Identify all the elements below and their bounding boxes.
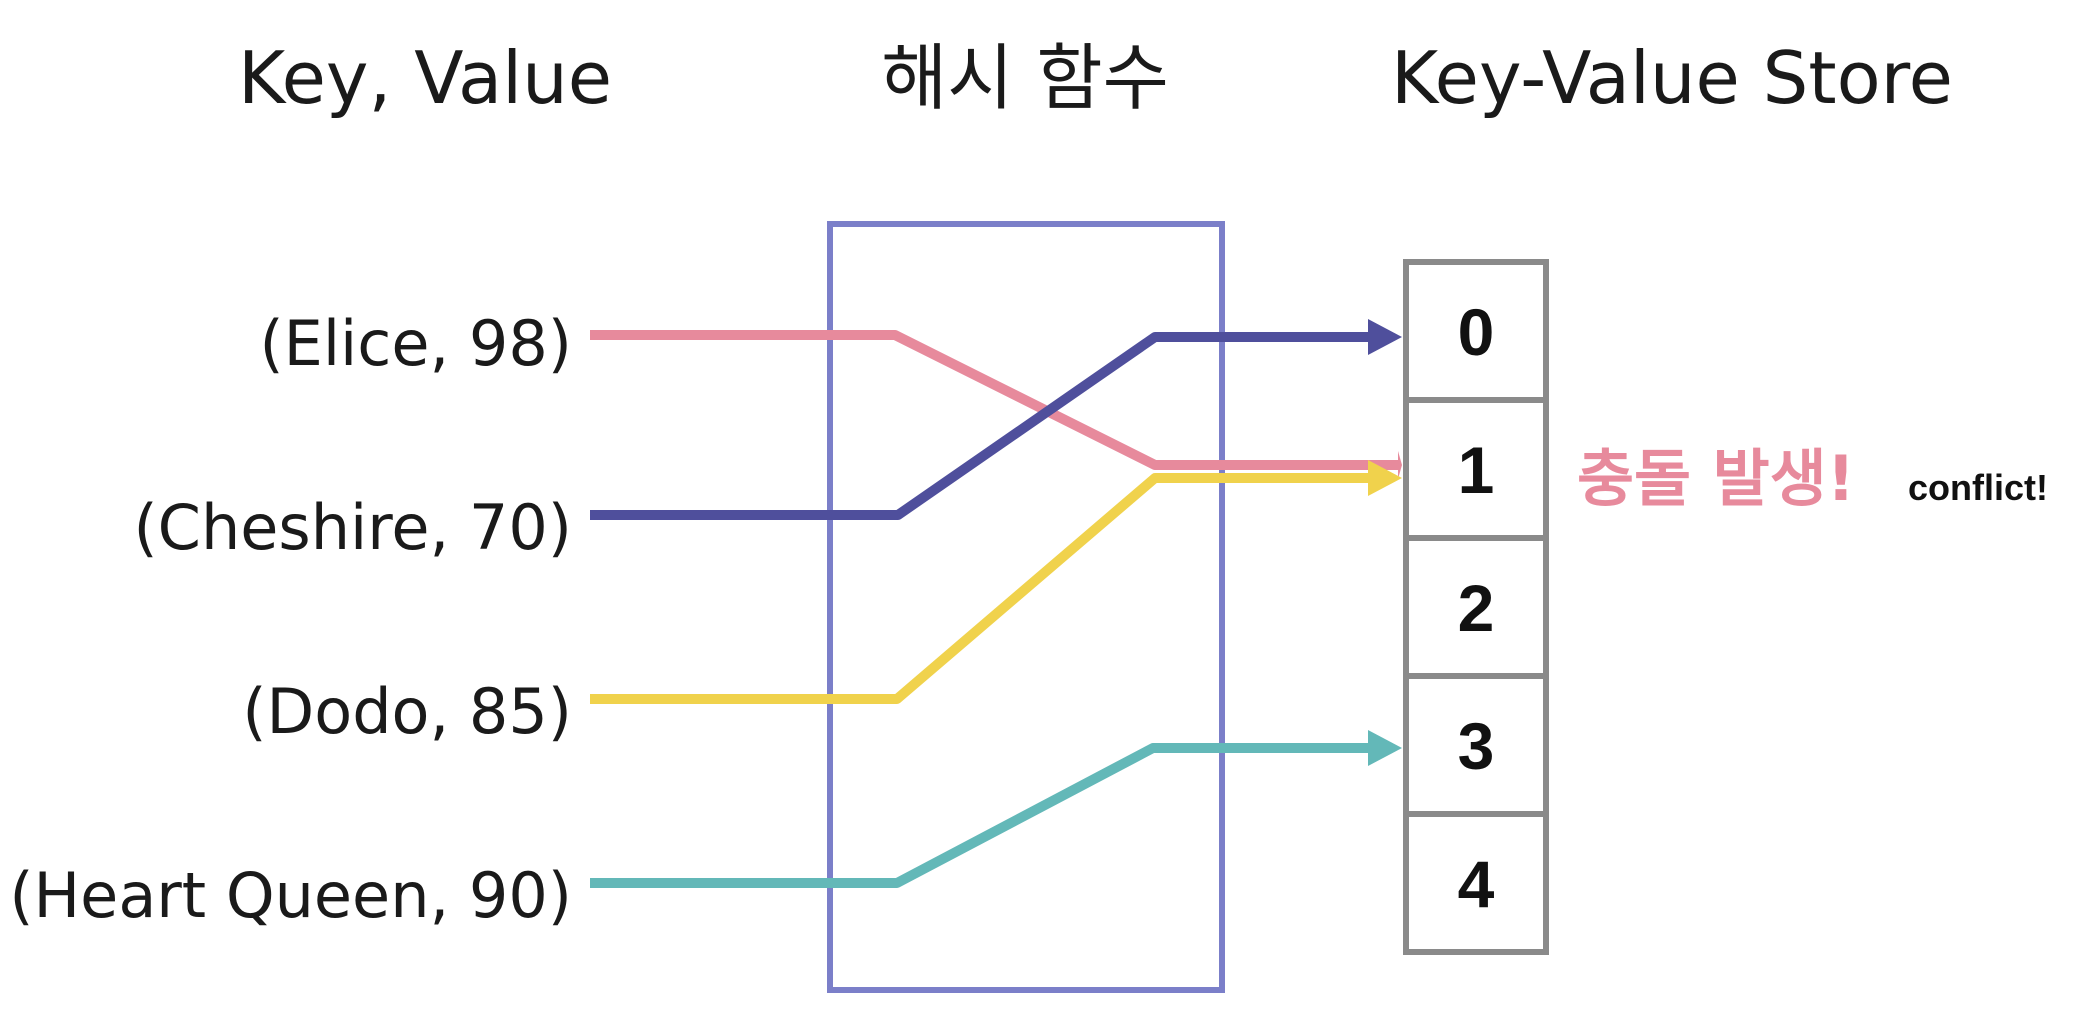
collision-label: 충돌 발생! xyxy=(1577,442,1855,515)
key-value-store: 0 1 2 3 4 xyxy=(1403,259,1549,955)
route-elice xyxy=(590,330,1398,470)
pair-label-elice: (Elice, 98) xyxy=(259,307,572,380)
store-slot-4 xyxy=(1403,811,1549,955)
input-pairs: (Elice, 98) (Cheshire, 70) (Dodo, 85) (H… xyxy=(9,307,572,932)
slot-index-1: 1 xyxy=(1458,433,1495,507)
mapping-routes xyxy=(590,319,1402,888)
route-cheshire-arrowhead xyxy=(1368,319,1402,355)
route-dodo xyxy=(590,473,1370,704)
hash-function-box xyxy=(827,221,1225,993)
store-heading: Key-Value Store xyxy=(1391,36,1953,120)
pair-label-cheshire: (Cheshire, 70) xyxy=(133,491,572,564)
conflict-label: conflict! xyxy=(1908,467,2048,508)
slot-index-4: 4 xyxy=(1458,847,1495,921)
route-cheshire xyxy=(590,332,1370,520)
input-heading: Key, Value xyxy=(238,36,612,120)
store-slot-2 xyxy=(1403,535,1549,679)
slot-index-3: 3 xyxy=(1458,709,1495,783)
pair-label-dodo: (Dodo, 85) xyxy=(242,675,572,748)
slot-index-0: 0 xyxy=(1458,295,1495,369)
hash-function-heading: 해시 함수 xyxy=(881,36,1169,120)
route-heart-queen xyxy=(590,743,1370,888)
route-heart-queen-arrowhead xyxy=(1368,730,1402,766)
slot-index-2: 2 xyxy=(1458,571,1495,645)
pair-label-heart-queen: (Heart Queen, 90) xyxy=(9,859,572,932)
route-dodo-arrowhead xyxy=(1368,460,1402,496)
route-elice-arrowhead xyxy=(1398,451,1402,479)
